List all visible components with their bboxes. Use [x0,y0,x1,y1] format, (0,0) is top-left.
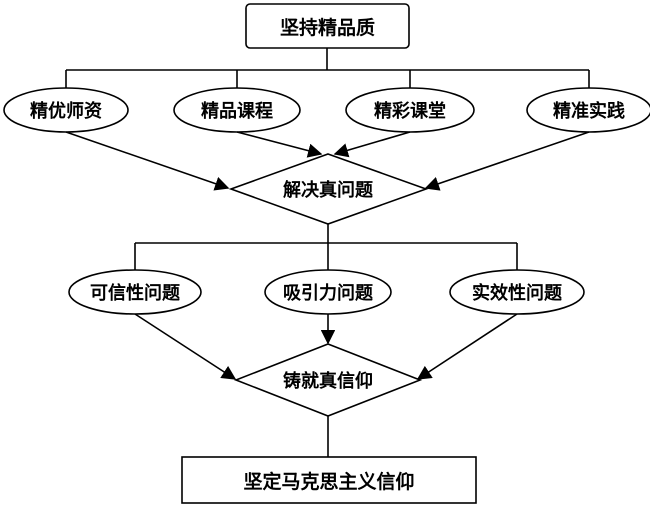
tier2-label: 吸引力问题 [283,283,373,304]
arrow [333,131,411,158]
tier1-label: 精品课程 [201,101,273,122]
arrow [236,131,323,158]
solve-label: 解决真问题 [283,180,373,201]
arrow [65,131,230,191]
final-goal-label: 坚定马克思主义信仰 [243,470,415,493]
tier1-label: 精彩课堂 [374,101,446,122]
tier1-label: 精优师资 [30,101,102,122]
forge-label: 铸就真信仰 [283,371,373,392]
tier2-label: 可信性问题 [90,283,180,304]
tier1-label: 精准实践 [553,101,625,122]
final-goal-box [181,456,477,504]
tier2-label: 实效性问题 [472,283,562,304]
arrow [134,313,237,380]
arrow [416,313,518,380]
top-goal-label: 坚持精品质 [279,16,375,39]
arrow [424,131,590,191]
